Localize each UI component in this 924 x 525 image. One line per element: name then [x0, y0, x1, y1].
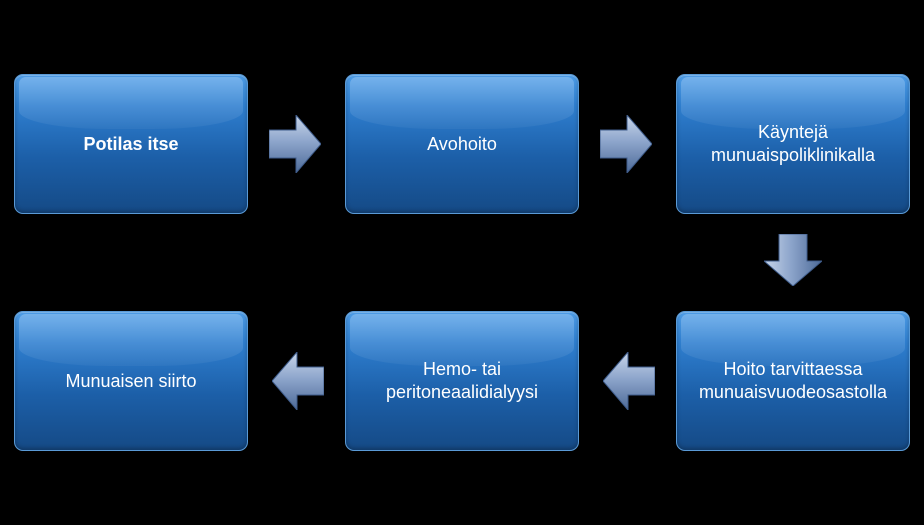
arrow-left-icon: [272, 352, 324, 410]
step-box-avohoito: Avohoito: [345, 74, 579, 214]
step-label: Avohoito: [427, 133, 497, 154]
step-box-munuaisen-siirto: Munuaisen siirto: [14, 311, 248, 451]
step-box-potilas-itse: Potilas itse: [14, 74, 248, 214]
step-box-hemo-tai-peritoneaalidialyysi: Hemo- tai peritoneaalidialyysi: [345, 311, 579, 451]
arrow-down-icon: [764, 234, 822, 286]
step-label: Potilas itse: [83, 133, 179, 154]
arrow-left-icon: [603, 352, 655, 410]
arrow-right-icon: [600, 115, 652, 173]
step-label: Käyntejä munuaispoliklinikalla: [710, 122, 876, 165]
step-label: Hemo- tai peritoneaalidialyysi: [385, 359, 539, 402]
step-label: Hoito tarvittaessa munuaisvuodeosastolla: [698, 359, 888, 402]
step-box-hoito-tarvittaessa: Hoito tarvittaessa munuaisvuodeosastolla: [676, 311, 910, 451]
arrow-right-icon: [269, 115, 321, 173]
step-label: Munuaisen siirto: [65, 370, 197, 391]
step-box-kaynteja-munuaispoliklinikalla: Käyntejä munuaispoliklinikalla: [676, 74, 910, 214]
